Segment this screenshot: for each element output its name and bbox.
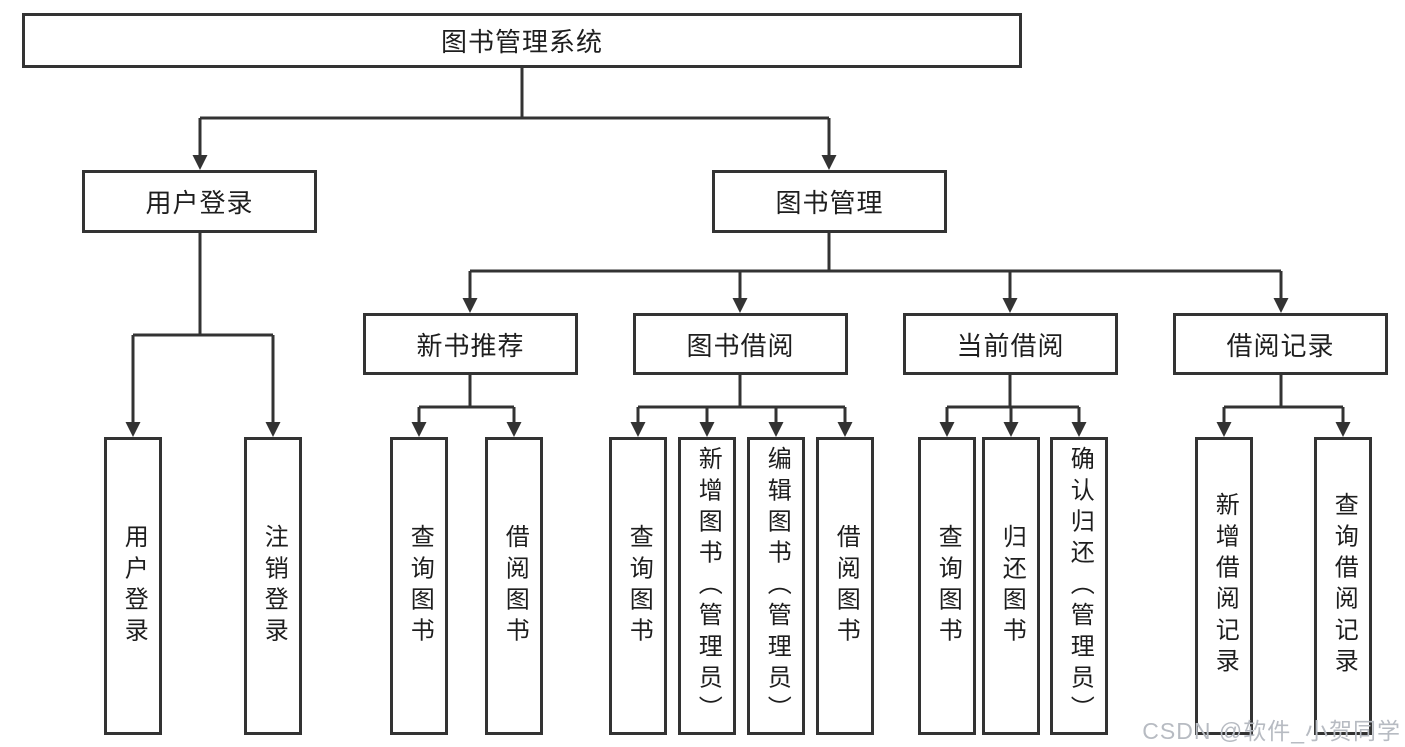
leaf-query-books-borrowing: 查询图书 xyxy=(609,437,667,735)
leaf-label: 查询图书 xyxy=(406,523,434,649)
node-book-management: 图书管理 xyxy=(712,170,947,233)
node-label: 借阅记录 xyxy=(1226,330,1335,361)
leaf-label: 新增借阅记录 xyxy=(1211,492,1239,680)
leaf-label: 查询图书 xyxy=(625,523,653,649)
leaf-add-books-admin: 新增图书（管理员） xyxy=(678,437,736,735)
node-book-borrowing: 图书借阅 xyxy=(633,313,848,375)
connector-book-borrowing xyxy=(630,375,853,437)
leaf-confirm-return-admin: 确认归还（管理员） xyxy=(1050,437,1108,735)
leaf-query-borrow-record: 查询借阅记录 xyxy=(1314,437,1372,735)
connector-new-book-recommendation xyxy=(411,375,522,437)
leaf-label: 编辑图书（管理员） xyxy=(763,445,791,727)
connector-user-login xyxy=(125,233,281,437)
connector-book-management xyxy=(462,233,1289,313)
node-user-login: 用户登录 xyxy=(82,170,317,233)
connector-current-borrowing xyxy=(939,375,1087,437)
leaf-return-books: 归还图书 xyxy=(982,437,1040,735)
leaf-label: 注销登录 xyxy=(260,523,288,649)
node-label: 图书管理系统 xyxy=(440,27,603,57)
leaf-query-books-recommend: 查询图书 xyxy=(390,437,448,735)
node-label: 新书推荐 xyxy=(416,330,525,361)
leaf-label: 归还图书 xyxy=(998,523,1026,649)
node-label: 用户登录 xyxy=(145,188,254,218)
leaf-add-borrow-record: 新增借阅记录 xyxy=(1195,437,1253,735)
node-new-book-recommendation: 新书推荐 xyxy=(363,313,578,375)
leaf-label: 借阅图书 xyxy=(832,523,860,649)
leaf-user-login: 用户登录 xyxy=(104,437,162,735)
node-label: 当前借阅 xyxy=(956,330,1065,361)
leaf-label: 借阅图书 xyxy=(501,523,529,649)
leaf-borrow-books: 借阅图书 xyxy=(816,437,874,735)
leaf-label: 新增图书（管理员） xyxy=(694,445,722,727)
node-library-management-system: 图书管理系统 xyxy=(22,13,1022,68)
leaf-edit-books-admin: 编辑图书（管理员） xyxy=(747,437,805,735)
csdn-watermark: CSDN @软件_小贺同学 xyxy=(1142,718,1401,744)
leaf-borrow-books-recommend: 借阅图书 xyxy=(485,437,543,735)
leaf-label: 查询图书 xyxy=(934,523,962,649)
leaf-label: 查询借阅记录 xyxy=(1330,492,1358,680)
node-label: 图书管理 xyxy=(775,188,884,218)
node-borrowing-records: 借阅记录 xyxy=(1173,313,1388,375)
node-label: 图书借阅 xyxy=(686,330,795,361)
leaf-query-books-current: 查询图书 xyxy=(918,437,976,735)
connector-root xyxy=(192,68,837,170)
leaf-label: 用户登录 xyxy=(120,523,148,649)
leaf-label: 确认归还（管理员） xyxy=(1066,445,1094,727)
connector-borrowing-records xyxy=(1216,375,1351,437)
node-current-borrowing: 当前借阅 xyxy=(903,313,1118,375)
leaf-logout: 注销登录 xyxy=(244,437,302,735)
